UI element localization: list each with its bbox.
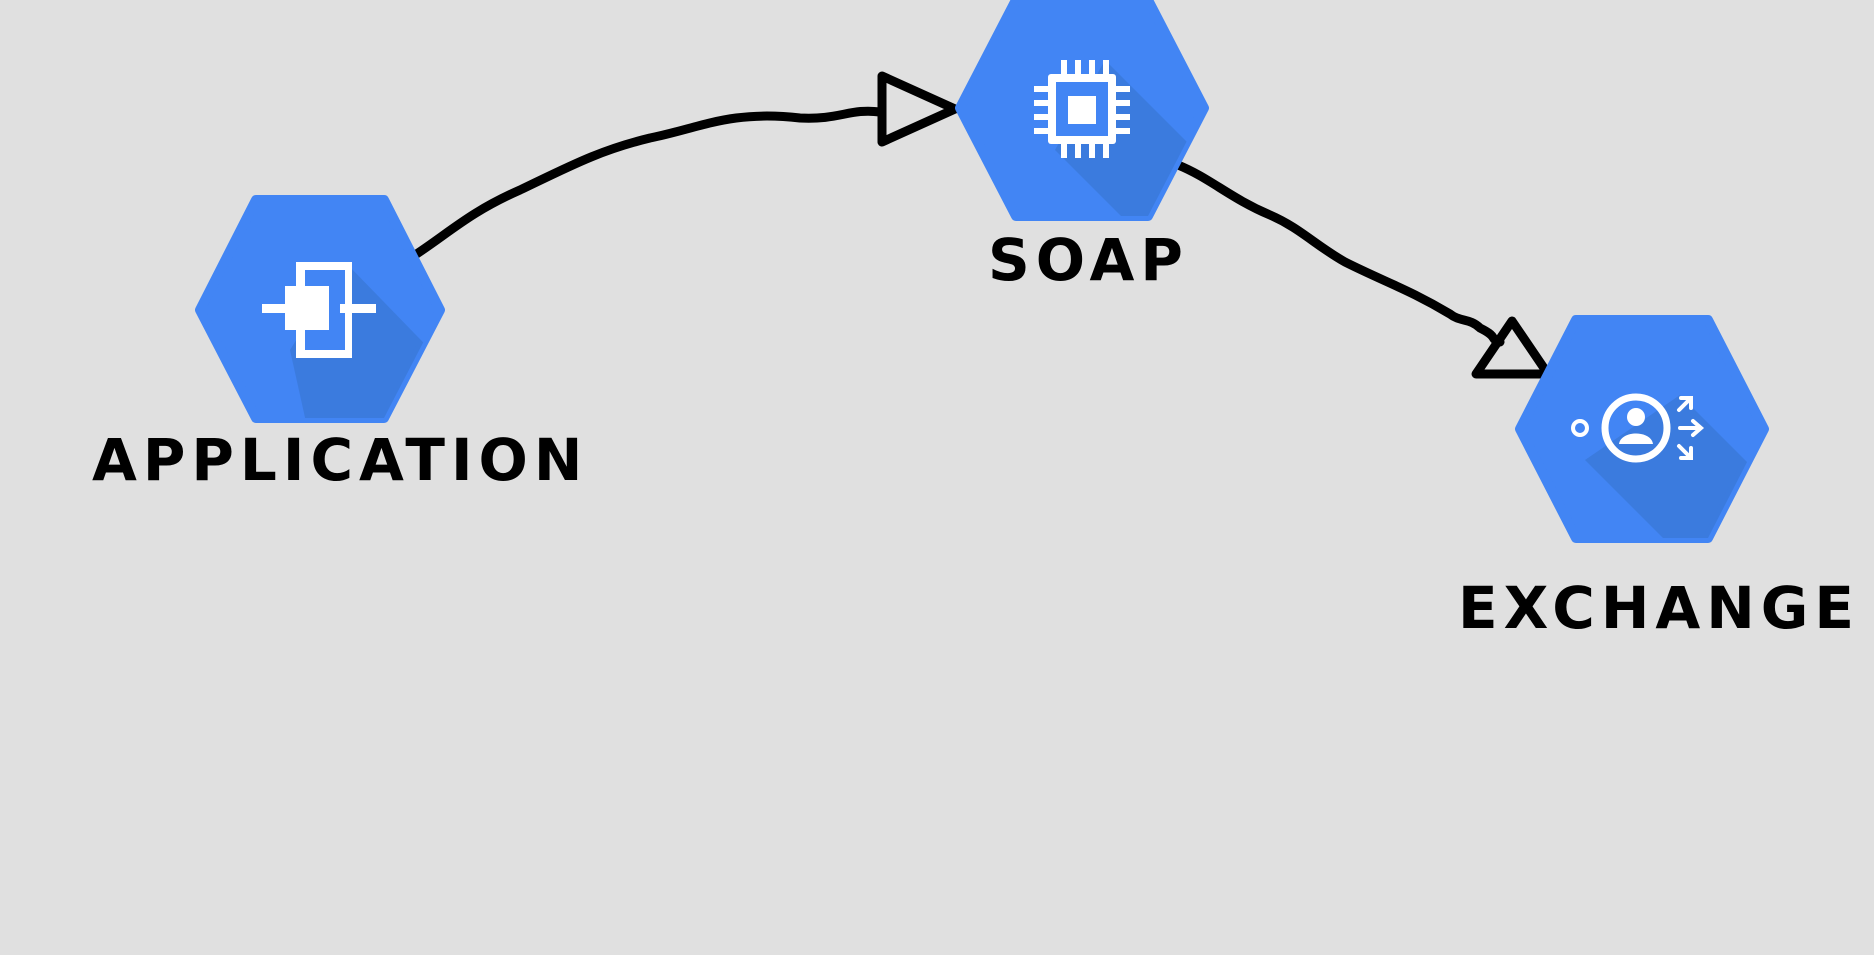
chip-processor-icon <box>1034 60 1130 158</box>
node-label: APPLICATION <box>92 426 588 494</box>
node-soap[interactable]: SOAP <box>955 0 1215 294</box>
user-exchange-icon <box>1571 393 1705 463</box>
edge-line <box>1173 160 1505 347</box>
application-module-icon <box>262 262 376 358</box>
node-application[interactable]: APPLICATION <box>92 195 588 494</box>
arrowhead-open-triangle <box>877 71 960 147</box>
edge-application-to-soap <box>410 71 960 260</box>
node-label: SOAP <box>988 226 1189 294</box>
edge-soap-to-exchange <box>1173 160 1553 379</box>
arrowhead-open-triangle <box>1471 316 1553 379</box>
edge-line <box>410 106 885 260</box>
node-exchange[interactable]: EXCHANGE <box>1458 315 1860 642</box>
node-label: EXCHANGE <box>1458 574 1860 642</box>
